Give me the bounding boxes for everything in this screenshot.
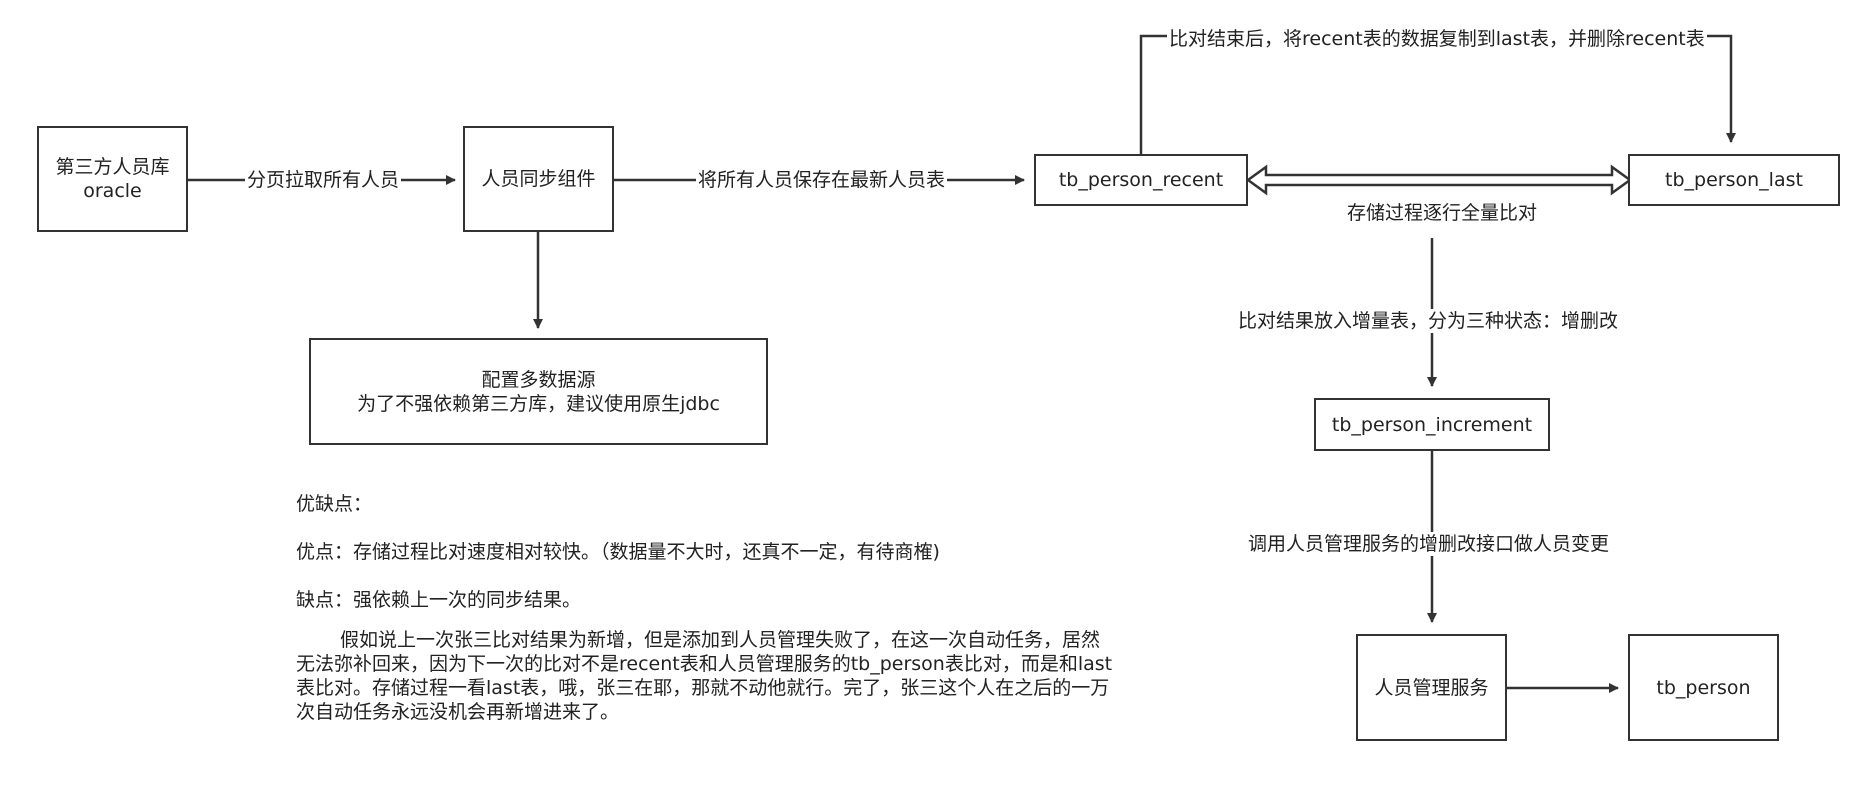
notes-cons: 缺点：强依赖上一次的同步结果。 xyxy=(296,589,582,611)
edge-label-save-recent: 将所有人员保存在最新人员表 xyxy=(696,168,948,192)
datasource-line1: 配置多数据源 xyxy=(481,368,596,391)
edge-label-fetch: 分页拉取所有人员 xyxy=(245,168,402,192)
tb-person-node: tb_person xyxy=(1628,634,1779,741)
notes-detail: 假如说上一次张三比对结果为新增，但是添加到人员管理失败了，在这一次自动任务，居然… xyxy=(296,629,1113,723)
tb-person-last-label: tb_person_last xyxy=(1665,169,1803,191)
tb-person-increment-node: tb_person_increment xyxy=(1314,398,1550,451)
sync-component-label: 人员同步组件 xyxy=(481,168,596,190)
notes-pros: 优点：存储过程比对速度相对较快。（数据量不大时，还真不一定，有待商榷) xyxy=(296,541,940,563)
tb-person-last-node: tb_person_last xyxy=(1628,154,1840,206)
third-party-db-node: 第三方人员库 oracle xyxy=(37,126,188,232)
tb-person-recent-label: tb_person_recent xyxy=(1058,169,1224,191)
datasource-line2: 为了不强依赖第三方库，建议使用原生jdbc xyxy=(357,392,720,415)
edge-label-call-service: 调用人员管理服务的增删改接口做人员变更 xyxy=(1246,532,1612,556)
edge-compare-bidirectional xyxy=(1245,164,1633,196)
edge-label-copy-after-compare: 比对结束后，将recent表的数据复制到last表，并删除recent表 xyxy=(1167,27,1707,51)
notes-title: 优缺点： xyxy=(296,493,373,515)
datasource-node: 配置多数据源 为了不强依赖第三方库，建议使用原生jdbc xyxy=(309,338,768,445)
third-party-db-line2: oracle xyxy=(83,180,142,202)
pros-cons-notes: 优缺点： 优点：存储过程比对速度相对较快。（数据量不大时，还真不一定，有待商榷)… xyxy=(296,492,1116,724)
edge-label-increment: 比对结果放入增量表，分为三种状态：增删改 xyxy=(1236,309,1621,333)
person-service-label: 人员管理服务 xyxy=(1374,676,1489,699)
third-party-db-line1: 第三方人员库 xyxy=(55,156,170,178)
person-service-node: 人员管理服务 xyxy=(1356,634,1507,741)
sync-component-node: 人员同步组件 xyxy=(463,126,614,232)
tb-person-recent-node: tb_person_recent xyxy=(1034,154,1248,206)
edge-label-compare: 存储过程逐行全量比对 xyxy=(1345,201,1540,225)
edge-copy-to-last xyxy=(1139,34,1736,154)
tb-person-label: tb_person xyxy=(1656,676,1751,699)
tb-person-increment-label: tb_person_increment xyxy=(1331,413,1533,436)
